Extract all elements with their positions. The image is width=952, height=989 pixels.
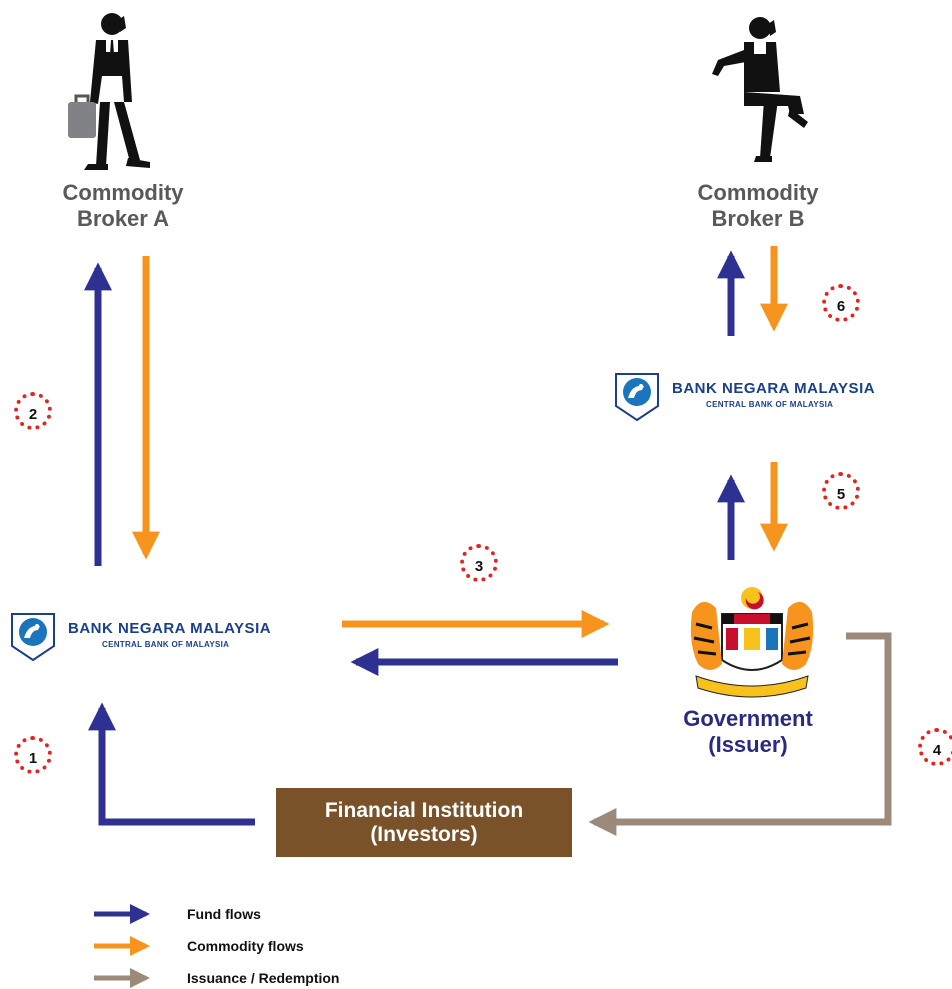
financial-institution-box: Financial Institution (Investors) bbox=[276, 788, 572, 857]
fund-arrow-fi-to-bnm bbox=[88, 702, 255, 826]
legend-fund-label: Fund flows bbox=[187, 906, 261, 922]
walking-businessman-icon bbox=[68, 13, 150, 170]
bnm-title-right: BANK NEGARA MALAYSIA bbox=[672, 380, 876, 397]
government-label: Government (Issuer) bbox=[648, 706, 848, 758]
fi-line2: (Investors) bbox=[370, 822, 478, 846]
broker-a-line2: Broker A bbox=[76, 206, 170, 231]
government-line1: Government bbox=[683, 706, 813, 731]
step-marker-1: 1 bbox=[14, 736, 52, 774]
legend-commodity-label: Commodity flows bbox=[187, 938, 304, 954]
legend-issuance-label: Issuance / Redemption bbox=[187, 970, 340, 986]
bnm-crest-icon bbox=[11, 613, 55, 662]
sitting-businessman-icon bbox=[712, 17, 808, 162]
bnm-title-left: BANK NEGARA MALAYSIA bbox=[68, 620, 272, 637]
coat-of-arms-icon bbox=[690, 587, 814, 698]
bnm-subtitle-left: CENTRAL BANK OF MALAYSIA bbox=[102, 640, 230, 649]
broker-b-line1: Commodity bbox=[697, 180, 819, 205]
broker-a-label: Commodity Broker A bbox=[23, 180, 223, 232]
fi-line1: Financial Institution bbox=[324, 798, 524, 822]
government-line2: (Issuer) bbox=[708, 732, 788, 757]
step-marker-2: 2 bbox=[14, 392, 52, 430]
step-marker-4: 4 bbox=[918, 728, 952, 766]
bnm-subtitle-right: CENTRAL BANK OF MALAYSIA bbox=[706, 400, 834, 409]
step-marker-3: 3 bbox=[460, 544, 498, 582]
broker-a-line1: Commodity bbox=[62, 180, 184, 205]
issuance-arrow-government-to-fi bbox=[588, 632, 892, 836]
step-marker-5: 5 bbox=[822, 472, 860, 510]
broker-b-line2: Broker B bbox=[711, 206, 805, 231]
broker-b-label: Commodity Broker B bbox=[658, 180, 858, 232]
step-marker-6: 6 bbox=[822, 284, 860, 322]
bnm-crest-icon bbox=[615, 373, 659, 422]
